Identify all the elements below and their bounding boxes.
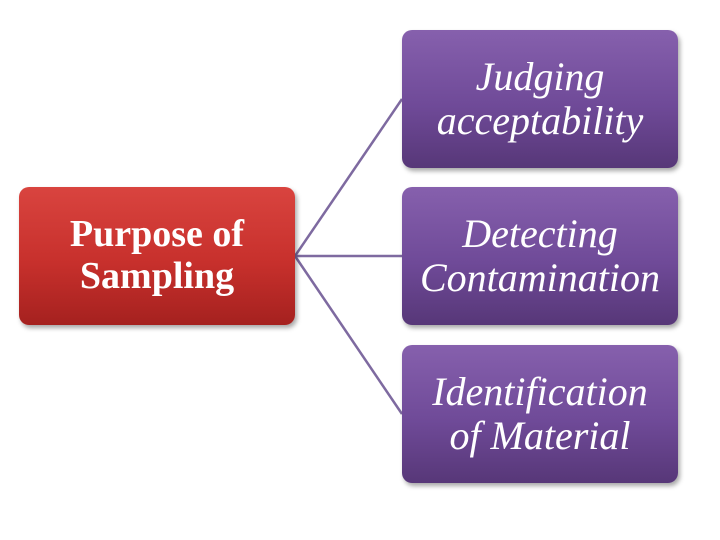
connector-to-identification-of-material [293, 255, 404, 415]
child-node-label: Detecting Contamination [419, 211, 661, 300]
child-node-identification-of-material: Identification of Material [402, 345, 678, 483]
connector-to-judging-acceptability [293, 98, 404, 257]
child-node-detecting-contamination: Detecting Contamination [402, 187, 678, 325]
child-node-label: Judging acceptability [436, 54, 644, 143]
child-node-label: Identification of Material [432, 369, 648, 458]
root-node-label: Purpose of Sampling [69, 213, 245, 297]
root-node-purpose-of-sampling: Purpose of Sampling [19, 187, 295, 325]
child-node-judging-acceptability: Judging acceptability [402, 30, 678, 168]
